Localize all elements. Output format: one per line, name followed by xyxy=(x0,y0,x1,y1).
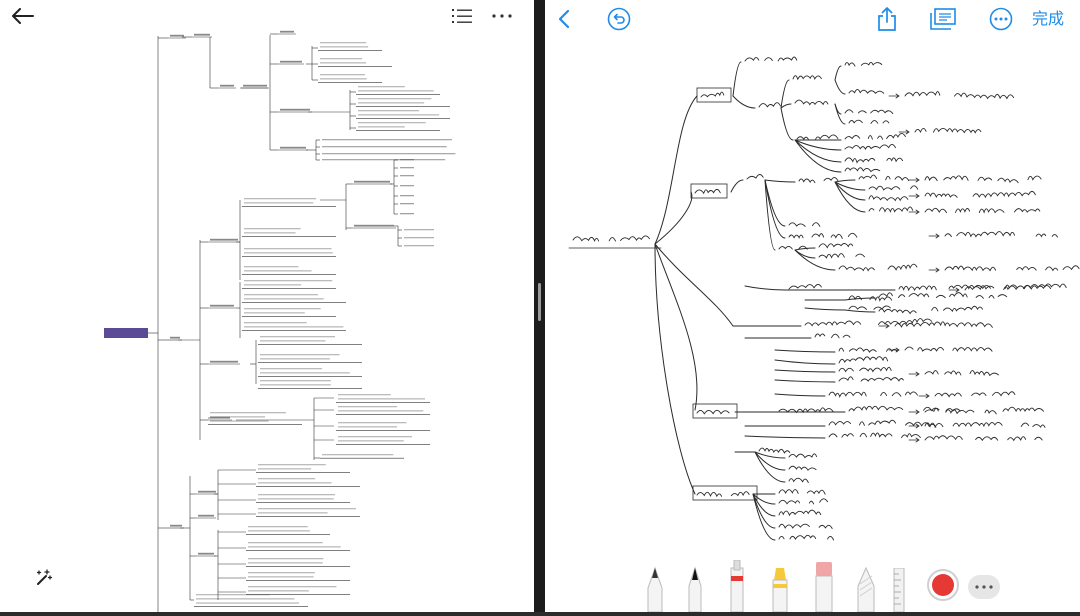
undo-icon[interactable] xyxy=(606,6,632,32)
mindmap-canvas[interactable] xyxy=(0,0,534,612)
drawing-toolbar xyxy=(626,556,959,613)
ruler-tool[interactable] xyxy=(892,567,906,613)
lasso-tool[interactable] xyxy=(854,566,878,613)
mindmap-root-node xyxy=(104,328,148,338)
back-chevron-icon[interactable] xyxy=(556,8,572,30)
handwriting-canvas[interactable] xyxy=(545,0,1080,612)
marker-tool[interactable] xyxy=(726,559,748,613)
back-arrow-icon[interactable] xyxy=(12,6,34,26)
current-color-swatch[interactable] xyxy=(926,568,960,602)
more-options-icon[interactable] xyxy=(968,575,1000,599)
pages-icon[interactable] xyxy=(930,8,956,30)
fountain-pen-tool[interactable] xyxy=(684,566,706,613)
more-options-icon[interactable] xyxy=(988,6,1014,32)
done-button[interactable]: 完成 xyxy=(1032,9,1065,28)
notes-pane xyxy=(545,0,1080,612)
highlighter-tool[interactable] xyxy=(768,566,792,613)
outline-list-icon[interactable] xyxy=(451,8,473,24)
mindmap-tree xyxy=(104,30,456,612)
pen-tool[interactable] xyxy=(644,566,666,613)
magic-wand-icon[interactable] xyxy=(34,568,54,586)
handwritten-mindmap xyxy=(568,56,1080,541)
share-icon[interactable] xyxy=(876,6,898,32)
more-options-icon[interactable] xyxy=(491,8,513,24)
eraser-tool[interactable] xyxy=(812,562,836,613)
split-view-handle[interactable] xyxy=(538,283,541,321)
mindmap-pane xyxy=(0,0,534,612)
